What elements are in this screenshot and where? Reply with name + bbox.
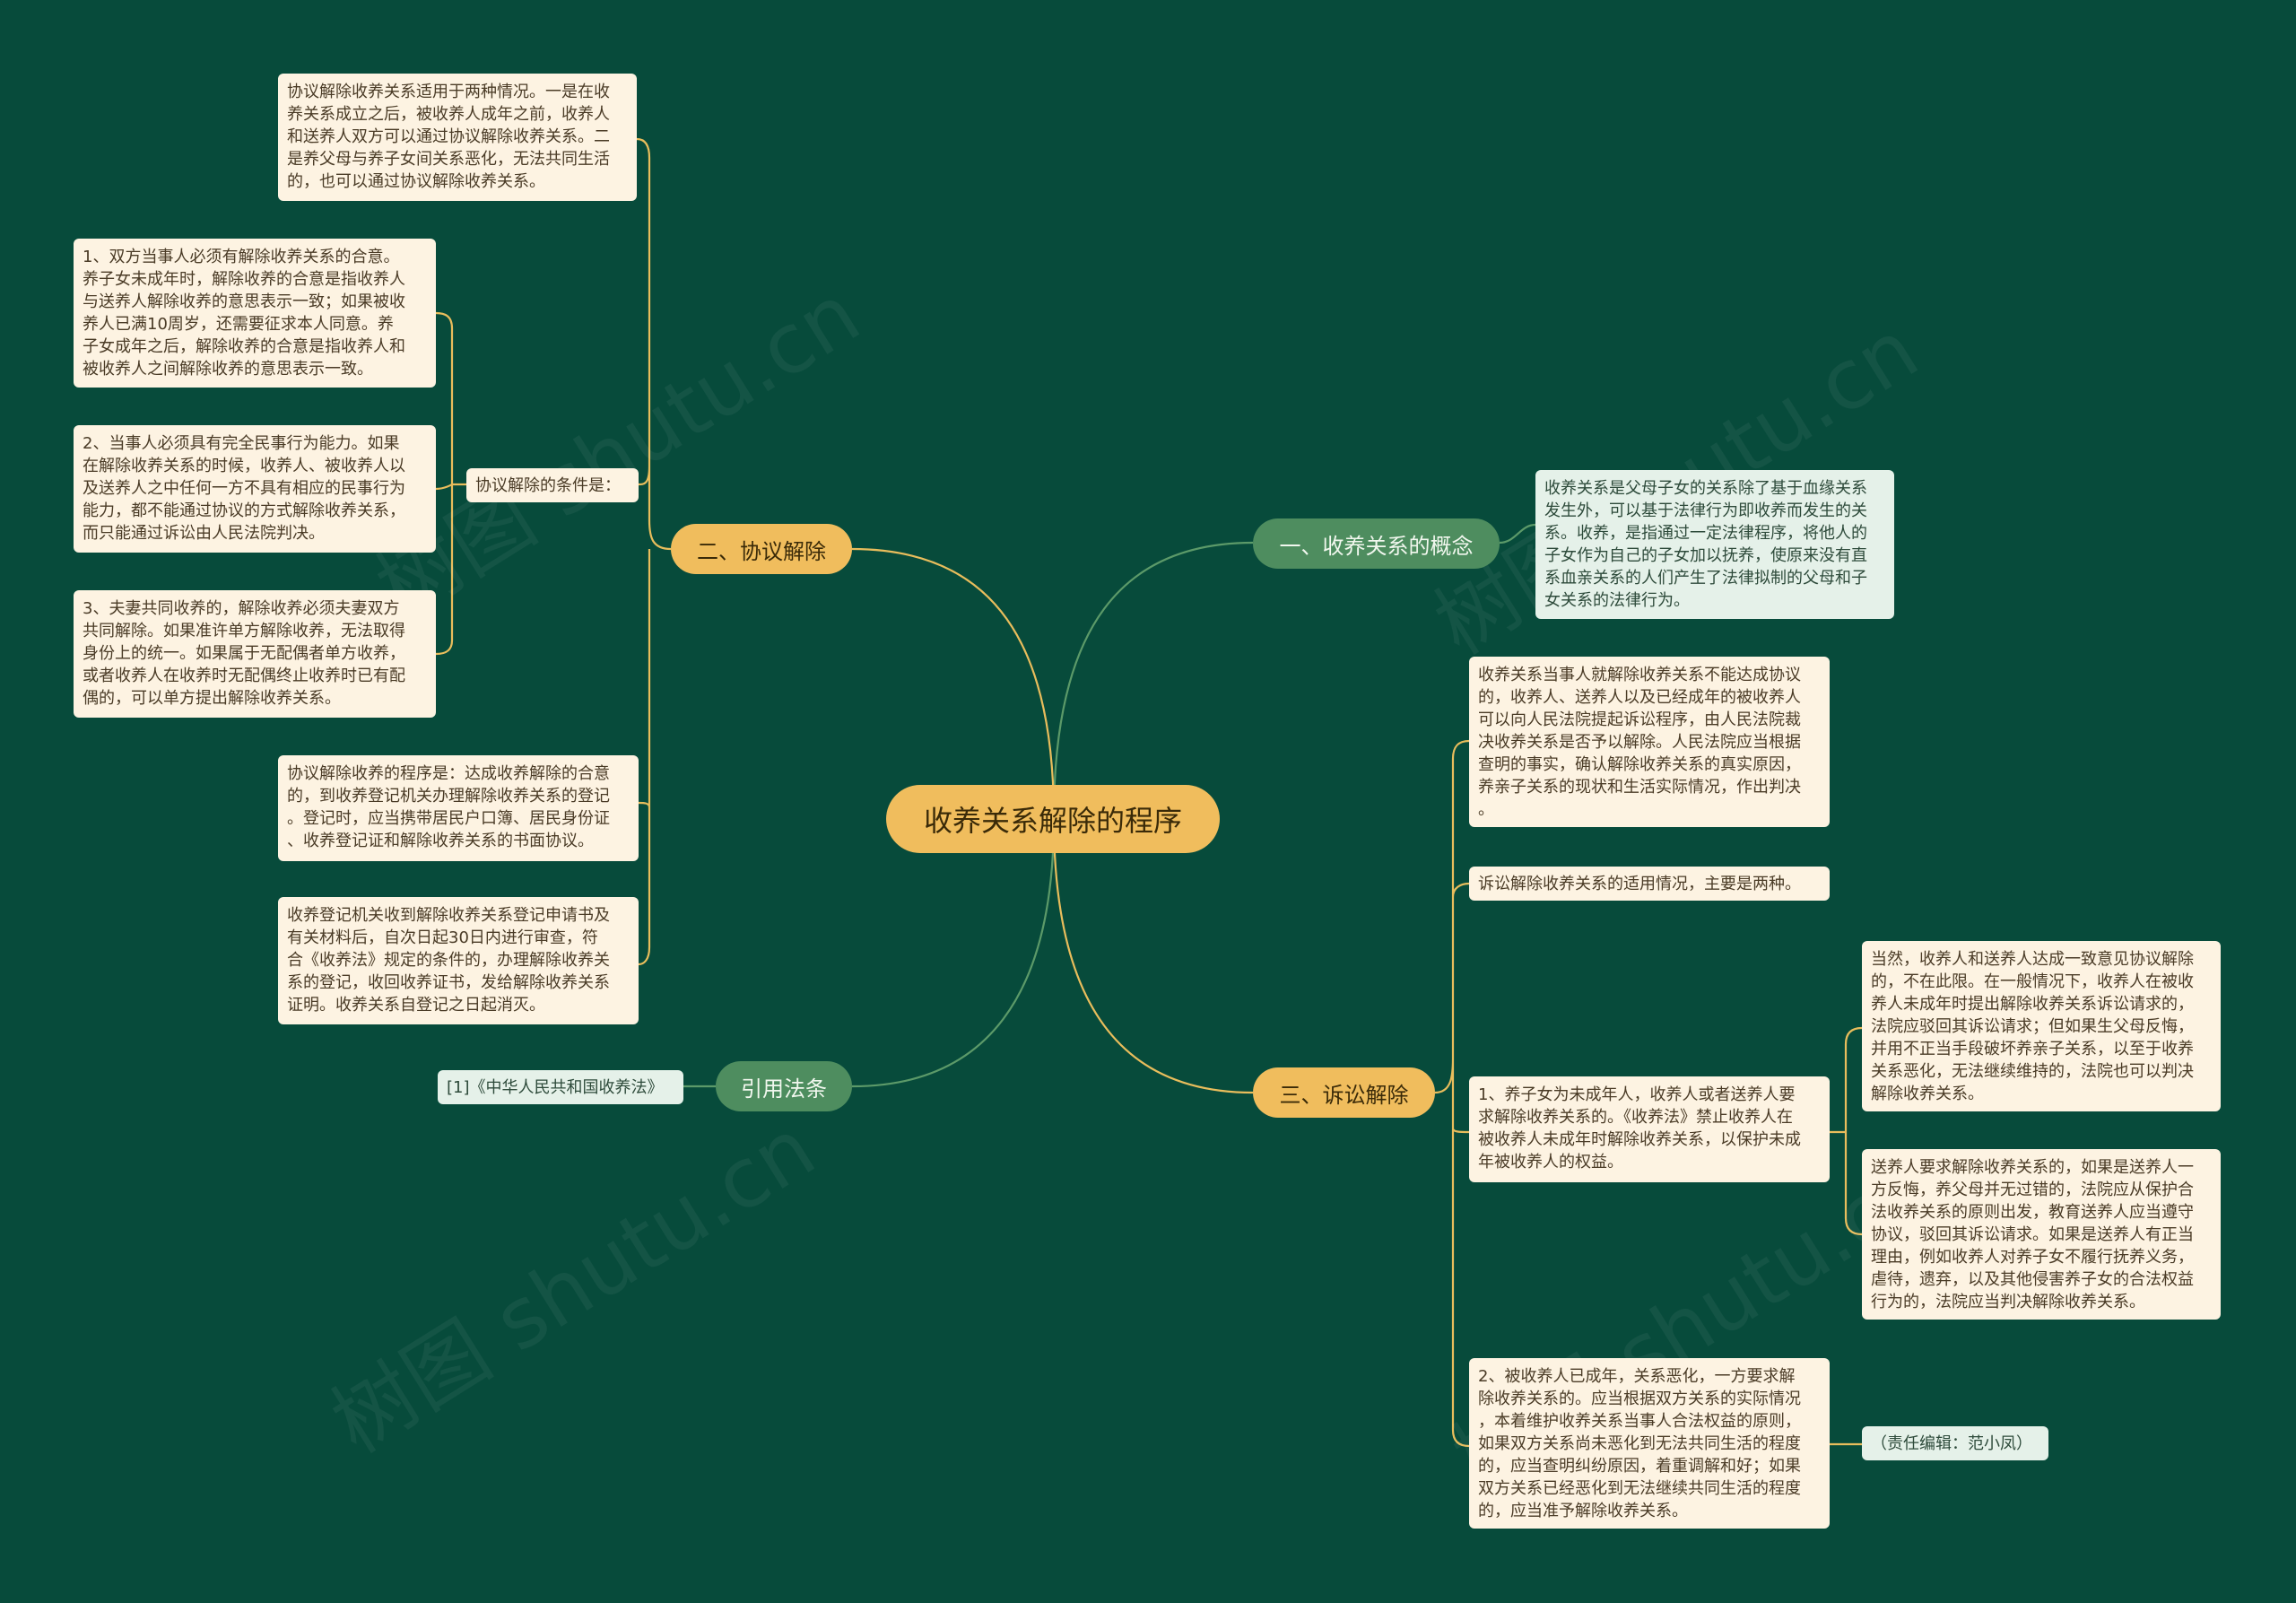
condition-2[interactable]: 2、当事人必须具有完全民事行为能力。如果 在解除收养关系的时候，收养人、被收养人… (74, 425, 436, 553)
editor-note[interactable]: （责任编辑：范小凤） (1862, 1426, 2048, 1460)
condition-1[interactable]: 1、双方当事人必须有解除收养关系的合意。 养子女未成年时，解除收养的合意是指收养… (74, 239, 436, 388)
litigation-minor-adopter[interactable]: 当然，收养人和送养人达成一致意见协议解除 的，不在此限。在一般情况下，收养人在被… (1862, 941, 2221, 1111)
root-topic[interactable]: 收养关系解除的程序 (886, 785, 1220, 853)
litigation-intro[interactable]: 收养关系当事人就解除收养关系不能达成协议 的，收养人、送养人以及已经成年的被收养… (1469, 657, 1830, 827)
agreement-procedure[interactable]: 协议解除收养的程序是：达成收养解除的合意 的，到收养登记机关办理解除收养关系的登… (278, 755, 639, 861)
agreement-intro[interactable]: 协议解除收养关系适用于两种情况。一是在收 养关系成立之后，被收养人成年之前，收养… (278, 74, 637, 201)
link-b1-concept (1499, 523, 1536, 544)
agreement-conditions-label[interactable]: 协议解除的条件是： (466, 468, 639, 502)
law-reference-item[interactable]: [1]《中华人民共和国收养法》 (438, 1070, 683, 1104)
link-b3-trunk (1434, 739, 1470, 1448)
agreement-registration[interactable]: 收养登记机关收到解除收养关系登记申请书及 有关材料后，自次日起30日内进行审查，… (278, 897, 639, 1024)
link-cond-children (435, 311, 466, 656)
link-b2-trunk (636, 137, 672, 966)
link-root-b4 (851, 817, 1056, 1088)
link-root-b2 (851, 547, 1056, 819)
litigation-minor-placer[interactable]: 送养人要求解除收养关系的，如果是送养人一 方反悔，养父母并无过错的，法院应从保护… (1862, 1149, 2221, 1320)
litigation-cases[interactable]: 诉讼解除收养关系的适用情况，主要是两种。 (1469, 867, 1830, 901)
link-minor-children (1830, 1026, 1863, 1236)
branch-concept[interactable]: 一、收养关系的概念 (1253, 518, 1500, 569)
condition-3[interactable]: 3、夫妻共同收养的，解除收养必须夫妻双方 共同解除。如果准许单方解除收养，无法取… (74, 590, 436, 718)
litigation-adult[interactable]: 2、被收养人已成年，关系恶化，一方要求解 除收养关系的。应当根据双方关系的实际情… (1469, 1358, 1830, 1529)
branch-agreement[interactable]: 二、协议解除 (671, 524, 852, 574)
link-root-b1 (1052, 541, 1254, 819)
branch-law-reference[interactable]: 引用法条 (716, 1061, 852, 1111)
link-root-b3 (1052, 817, 1254, 1094)
concept-definition[interactable]: 收养关系是父母子女的关系除了基于血缘关系 发生外，可以基于法律行为即收养而发生的… (1535, 470, 1894, 619)
branch-litigation[interactable]: 三、诉讼解除 (1253, 1067, 1435, 1118)
litigation-minor[interactable]: 1、养子女为未成年人，收养人或者送养人要 求解除收养关系的。《收养法》禁止收养人… (1469, 1076, 1830, 1182)
